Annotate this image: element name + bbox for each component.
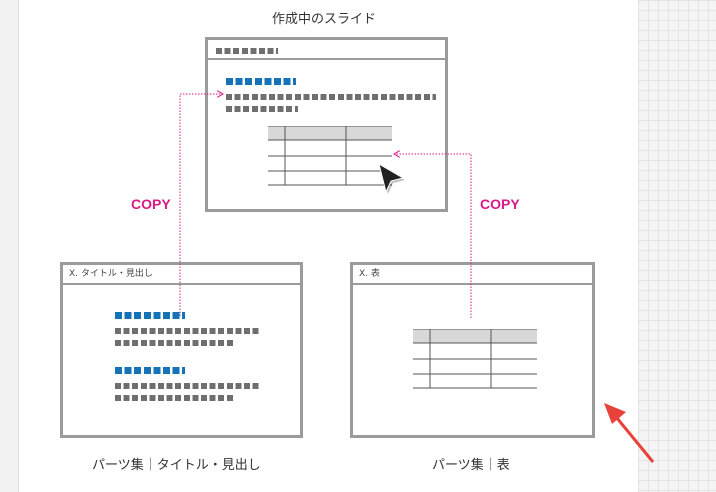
table-placeholder	[268, 126, 392, 186]
copy-connector-right	[395, 154, 472, 318]
heading-placeholder	[115, 367, 185, 374]
working-slide-header	[208, 40, 445, 60]
text-placeholder	[115, 383, 260, 389]
parts-table-slide: X. 表	[350, 262, 595, 438]
copy-label-right: COPY	[480, 196, 520, 212]
text-placeholder	[115, 340, 235, 346]
copy-connector-left	[179, 94, 222, 316]
parts-table-header: X. 表	[353, 265, 592, 285]
caption-right: パーツ集｜表	[432, 458, 510, 473]
copy-label-left: COPY	[131, 196, 171, 212]
text-placeholder	[226, 94, 436, 100]
heading-placeholder	[115, 312, 185, 319]
caption-left: パーツ集｜タイトル・見出し	[92, 458, 261, 473]
grid-gutter	[638, 0, 716, 492]
parts-title-header: X. タイトル・見出し	[63, 265, 300, 285]
working-slide	[205, 37, 448, 212]
text-placeholder	[115, 395, 235, 401]
text-placeholder	[226, 106, 298, 112]
heading-placeholder	[226, 78, 296, 85]
red-arrow-icon	[604, 403, 655, 463]
parts-title-slide: X. タイトル・見出し	[60, 262, 303, 438]
slide-title: 作成中のスライド	[272, 12, 377, 27]
mouse-cursor-icon	[378, 162, 405, 194]
table-placeholder	[413, 329, 537, 389]
text-placeholder	[115, 328, 260, 334]
header-placeholder	[216, 48, 278, 54]
